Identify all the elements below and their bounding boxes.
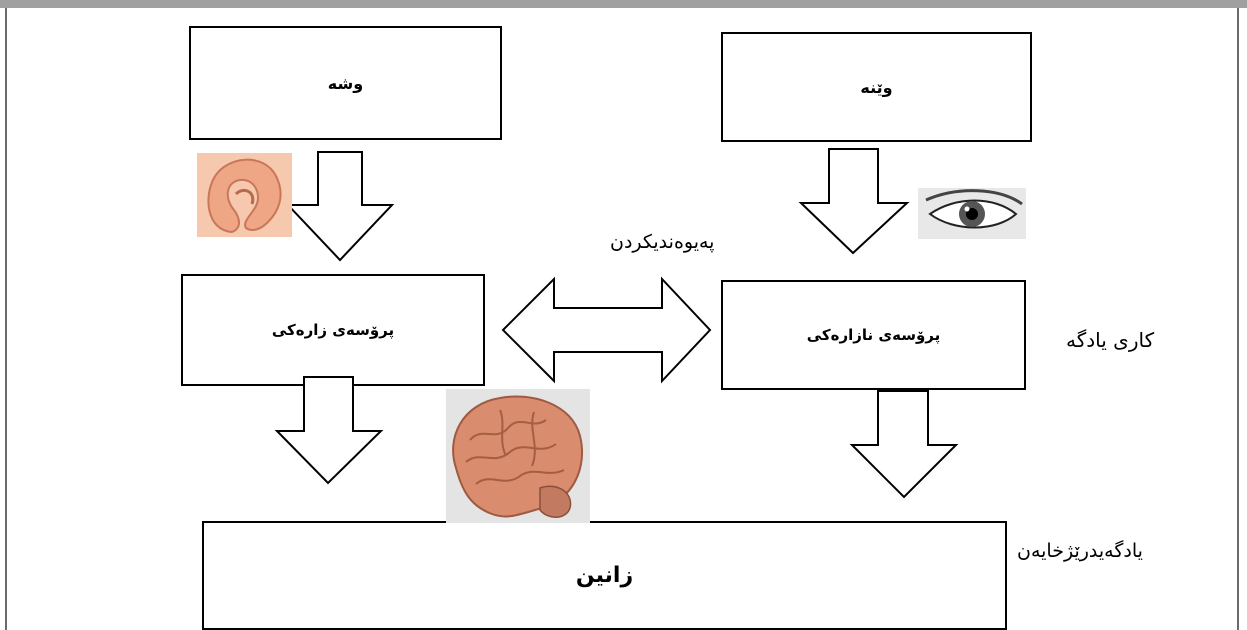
association-label: پەیوەندیکردن [610, 231, 715, 253]
nonverbal-process-label: پرۆسەی نازارەکی [806, 326, 941, 344]
verbal-process-label: پرۆسەی زارەکی [271, 321, 395, 339]
brain-icon [446, 389, 590, 523]
arrow-bidirectional [501, 276, 712, 384]
working-memory-label: کاری یادگە [1066, 328, 1155, 352]
ear-icon [197, 153, 292, 237]
picture-box: وێنه [721, 32, 1032, 142]
window-top-border [0, 0, 1247, 8]
arrow-down-verbal [274, 376, 384, 485]
knowledge-label: زانین [575, 563, 634, 588]
knowledge-box: زانین [202, 521, 1007, 630]
arrow-down-nonverbal [849, 390, 959, 499]
word-box: وشه [189, 26, 502, 140]
arrow-down-word [285, 151, 395, 262]
window-right-border [1237, 8, 1247, 630]
nonverbal-process-box: پرۆسەی نازارەکی [721, 280, 1026, 390]
eye-icon [918, 188, 1026, 239]
picture-label: وێنه [860, 77, 893, 97]
arrow-down-picture [798, 148, 910, 255]
long-term-memory-label: یادگەیدرێژخایەن [1017, 540, 1143, 562]
word-label: وشه [327, 73, 364, 93]
window-left-border [0, 8, 7, 630]
